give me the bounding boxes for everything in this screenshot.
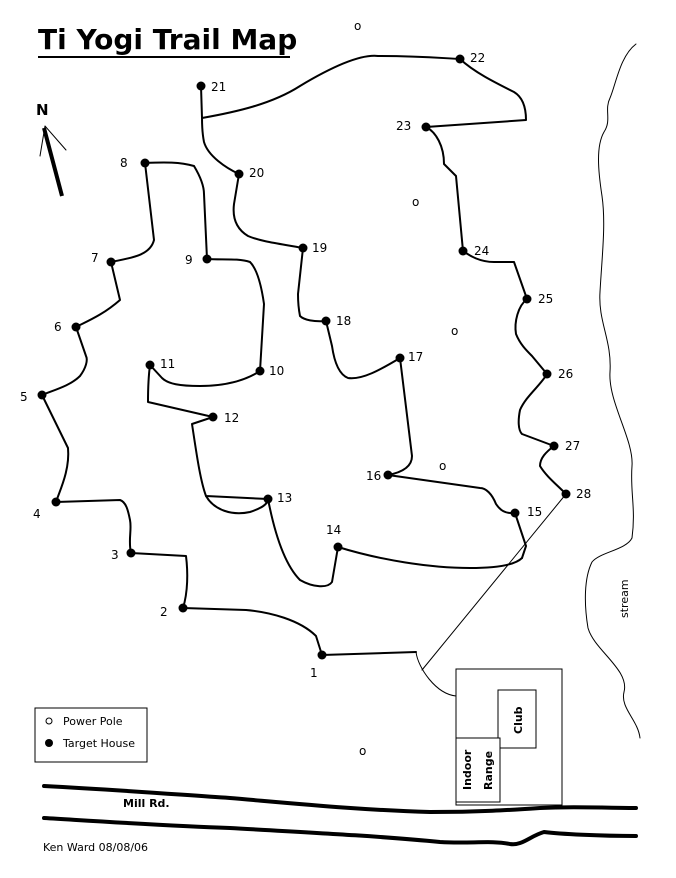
north-label: N: [36, 101, 49, 119]
power-pole-legend-icon: [45, 717, 53, 725]
target-house-12[interactable]: [208, 412, 218, 422]
target-house-9[interactable]: [202, 254, 212, 264]
target-house-label-11: 11: [160, 357, 175, 371]
target-house-23[interactable]: [421, 122, 431, 132]
stream-label: stream: [618, 579, 631, 618]
target-house-1[interactable]: [317, 650, 327, 660]
target-house-label-2: 2: [160, 605, 168, 619]
target-house-label-1: 1: [310, 666, 318, 680]
power-pole-icon: o: [451, 324, 458, 338]
target-house-14[interactable]: [333, 542, 343, 552]
target-house-label-15: 15: [527, 505, 542, 519]
target-house-21[interactable]: [196, 81, 206, 91]
power-pole-icon: o: [354, 19, 361, 33]
map-title: Ti Yogi Trail Map: [38, 23, 297, 56]
target-house-label-17: 17: [408, 350, 423, 364]
target-house-legend-icon: [45, 739, 53, 747]
target-house-20[interactable]: [234, 169, 244, 179]
stream-line: [584, 43, 641, 739]
target-house-label-25: 25: [538, 292, 553, 306]
power-pole-icon: o: [359, 744, 366, 758]
legend-power-pole: Power Pole: [63, 715, 123, 728]
target-house-label-21: 21: [211, 80, 226, 94]
indoor-label: Indoor: [461, 749, 474, 790]
legend-target-house: Target House: [62, 737, 135, 750]
power-pole-icon: o: [412, 195, 419, 209]
target-house-label-6: 6: [54, 320, 62, 334]
target-house-label-5: 5: [20, 390, 28, 404]
north-arrow-icon: N: [36, 101, 67, 197]
road-label: Mill Rd.: [123, 797, 170, 810]
target-house-8[interactable]: [140, 158, 150, 168]
power-poles: o o o o o: [354, 19, 458, 758]
target-house-label-22: 22: [470, 51, 485, 65]
target-house-label-24: 24: [474, 244, 489, 258]
target-house-26[interactable]: [542, 369, 552, 379]
legend-box: [34, 707, 148, 763]
target-house-27[interactable]: [549, 441, 559, 451]
power-pole-icon: o: [439, 459, 446, 473]
target-house-label-26: 26: [558, 367, 573, 381]
target-house-label-12: 12: [224, 411, 239, 425]
target-house-17[interactable]: [395, 353, 405, 363]
target-house-25[interactable]: [522, 294, 532, 304]
target-house-18[interactable]: [321, 316, 331, 326]
target-house-3[interactable]: [126, 548, 136, 558]
range-label: Range: [482, 751, 495, 790]
target-house-label-27: 27: [565, 439, 580, 453]
target-house-22[interactable]: [455, 54, 465, 64]
target-house-label-3: 3: [111, 548, 119, 562]
target-house-5[interactable]: [37, 390, 47, 400]
target-house-label-4: 4: [33, 507, 41, 521]
target-houses: 1 2 3 4 5 6 7 8 9 10 11 12 13 14 15 16 1…: [20, 51, 591, 680]
target-house-15[interactable]: [510, 508, 520, 518]
target-house-label-7: 7: [91, 251, 99, 265]
mill-road-north-edge: [42, 784, 638, 814]
mill-road-south-edge: [42, 816, 638, 847]
trail-network: [41, 54, 567, 697]
target-house-label-14: 14: [326, 523, 341, 537]
target-house-4[interactable]: [51, 497, 61, 507]
target-house-24[interactable]: [458, 246, 468, 256]
target-house-7[interactable]: [106, 257, 116, 267]
map-credit: Ken Ward 08/08/06: [43, 841, 148, 854]
target-house-11[interactable]: [145, 360, 155, 370]
target-house-label-8: 8: [120, 156, 128, 170]
club-building: [497, 689, 537, 749]
club-label: Club: [512, 706, 525, 734]
target-house-16[interactable]: [383, 470, 393, 480]
indoor-range-building: [455, 737, 501, 803]
target-house-label-19: 19: [312, 241, 327, 255]
target-house-10[interactable]: [255, 366, 265, 376]
target-house-label-23: 23: [396, 119, 411, 133]
target-house-label-20: 20: [249, 166, 264, 180]
target-house-label-16: 16: [366, 469, 381, 483]
target-house-label-13: 13: [277, 491, 292, 505]
target-house-19[interactable]: [298, 243, 308, 253]
target-house-label-10: 10: [269, 364, 284, 378]
legend: Power Pole Target House: [34, 707, 148, 763]
target-house-13[interactable]: [263, 494, 273, 504]
target-house-label-18: 18: [336, 314, 351, 328]
target-house-2[interactable]: [178, 603, 188, 613]
target-house-label-9: 9: [185, 253, 193, 267]
target-house-28[interactable]: [561, 489, 571, 499]
target-house-6[interactable]: [71, 322, 81, 332]
target-house-label-28: 28: [576, 487, 591, 501]
